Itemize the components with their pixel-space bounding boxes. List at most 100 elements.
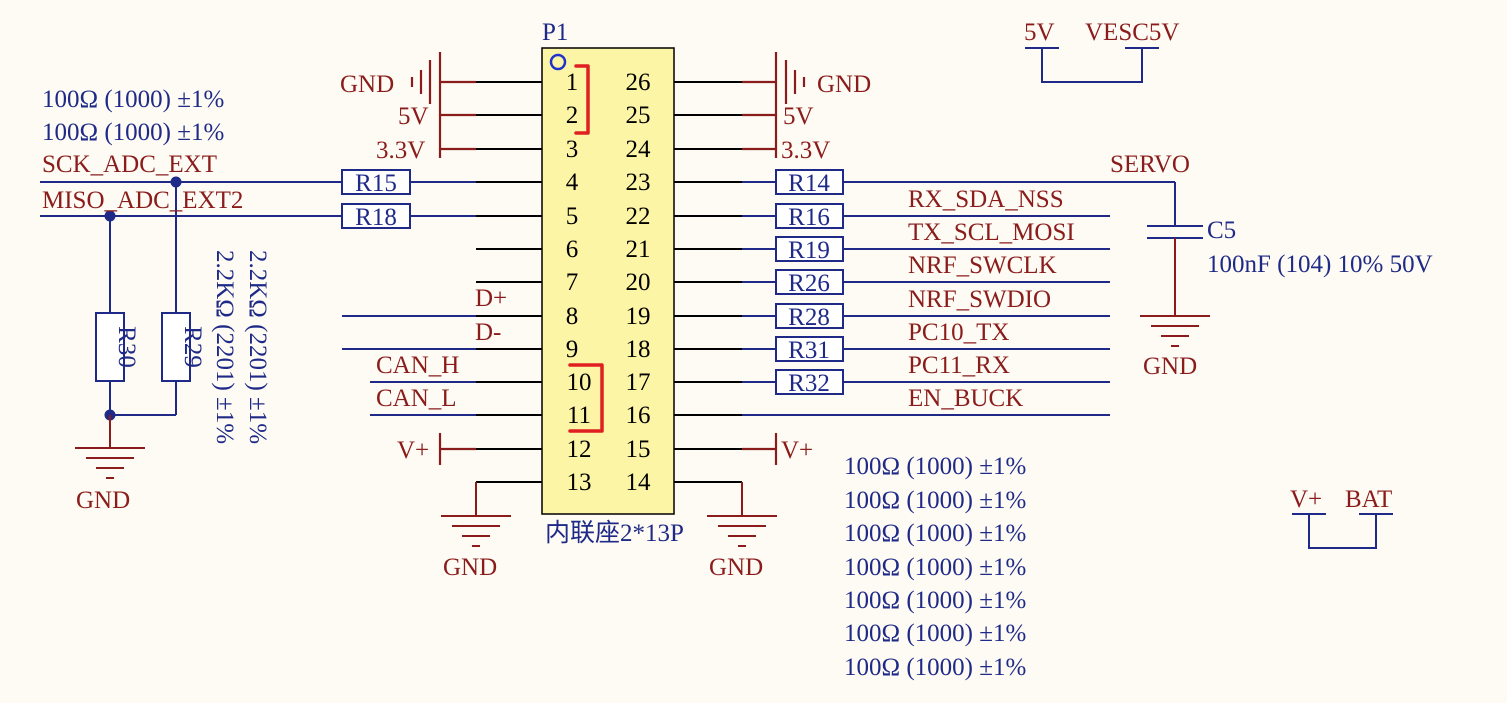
right-power-wires: [742, 52, 806, 465]
left-signal-wires: [40, 181, 476, 416]
pin-25: 25: [626, 102, 651, 129]
power-label-5v-left: 5V: [398, 103, 429, 130]
net-label-pc10-tx: PC10_TX: [908, 319, 1009, 346]
designator-r28: R28: [788, 304, 830, 331]
resistor-r29: [161, 312, 191, 382]
right-pin-stubs: [674, 81, 742, 483]
gnd-label-servo: GND: [1143, 353, 1197, 380]
power-label-vplus-left: V+: [397, 437, 429, 464]
pin-1: 1: [566, 69, 579, 96]
resistor-r16: [775, 203, 844, 229]
designator-r29: R29: [179, 326, 206, 368]
value-r19: 100Ω (1000) ±1%: [844, 520, 1026, 547]
power-label-gnd-left: GND: [340, 71, 394, 98]
pin-numbers-left: 1 2 3 4 5 6 7 8 9 10 11 12 13: [566, 69, 592, 496]
resistor-r26: [775, 269, 844, 295]
net-label-sck-adc-ext: SCK_ADC_EXT: [42, 151, 217, 178]
pin-23: 23: [626, 169, 651, 196]
net-tie-5v-vesc5v: [1041, 48, 1143, 83]
net-label-rx-sda-nss: RX_SDA_NSS: [908, 186, 1064, 213]
net-label-miso-adc-ext2: MISO_ADC_EXT2: [42, 187, 243, 214]
power-label-vplus-right: V+: [781, 437, 813, 464]
net-label-bat: BAT: [1345, 486, 1392, 513]
resistor-r30: [95, 312, 125, 382]
connector-designator: P1: [542, 19, 568, 46]
resistor-r32: [775, 369, 844, 395]
resistor-r18: [341, 203, 411, 229]
left-ground-symbol: [75, 415, 145, 479]
pin-19: 19: [626, 303, 651, 330]
net-label-nrf-swdio: NRF_SWDIO: [908, 286, 1051, 313]
pin-24: 24: [626, 136, 652, 163]
designator-r16: R16: [788, 204, 830, 231]
power-label-3v3-left: 3.3V: [376, 137, 425, 164]
annotation-bracket-pins-1-2: [574, 64, 590, 135]
designator-r31: R31: [788, 337, 830, 364]
value-r30: 2.2KΩ (2201) ±1%: [211, 250, 238, 444]
pin-16: 16: [626, 402, 651, 429]
resistor-designators: R15 R18 R14 R16 R19 R26 R28 R31 R32: [355, 170, 830, 397]
net-label-can-h: CAN_H: [376, 352, 459, 379]
designator-r15: R15: [355, 170, 397, 197]
net-label-can-l: CAN_L: [376, 385, 457, 412]
power-label-3v3-right: 3.3V: [781, 137, 830, 164]
pin-numbers-right: 26 25 24 23 22 21 20 19 18 17 16 15 14: [626, 69, 652, 496]
net-label-pc11-rx: PC11_RX: [908, 352, 1010, 379]
net-label-vplus-tie: V+: [1290, 486, 1322, 513]
pin-15: 15: [626, 436, 651, 463]
power-label-gnd-right: GND: [817, 71, 871, 98]
net-label-dminus: D-: [475, 319, 501, 346]
designator-r32: R32: [788, 370, 830, 397]
net-label-vesc5v: VESC5V: [1085, 19, 1179, 46]
pin-26: 26: [626, 69, 651, 96]
pin-9: 9: [566, 336, 579, 363]
pin-21: 21: [626, 236, 651, 263]
value-r18: 100Ω (1000) ±1%: [42, 119, 224, 146]
connector-description: 内联座2*13P: [545, 519, 684, 547]
net-tie-vplus-bat: [1308, 514, 1377, 549]
pin-3: 3: [566, 136, 579, 163]
designator-r30: R30: [113, 326, 140, 368]
connector-body: [541, 47, 675, 515]
net-label-servo: SERVO: [1110, 151, 1190, 178]
designator-r18: R18: [355, 204, 397, 231]
value-r32: 100Ω (1000) ±1%: [844, 654, 1026, 681]
capacitor-value: 100nF (104) 10% 50V: [1207, 251, 1433, 278]
designator-r14: R14: [788, 170, 830, 197]
left-power-wires: [410, 52, 476, 465]
value-r26: 100Ω (1000) ±1%: [844, 554, 1026, 581]
designator-r19: R19: [788, 237, 830, 264]
pin-12: 12: [567, 436, 592, 463]
junction-miso: [104, 210, 116, 222]
pin-4: 4: [566, 169, 579, 196]
capacitor-designator: C5: [1207, 217, 1236, 244]
pin-2: 2: [566, 102, 579, 129]
pin-11: 11: [567, 402, 591, 429]
pin-22: 22: [626, 203, 651, 230]
net-label-en-buck: EN_BUCK: [908, 385, 1023, 412]
junction-sck: [170, 176, 182, 188]
designator-r26: R26: [788, 270, 830, 297]
pin-18: 18: [626, 336, 651, 363]
pin-20: 20: [626, 269, 651, 296]
pin-10: 10: [567, 369, 592, 396]
value-r29: 2.2KΩ (2201) ±1%: [244, 250, 271, 444]
right-resistor-values: 100Ω (1000) ±1% 100Ω (1000) ±1% 100Ω (10…: [844, 453, 1026, 681]
pin-6: 6: [566, 236, 579, 263]
pin-8: 8: [566, 303, 579, 330]
power-label-5v-right: 5V: [783, 103, 814, 130]
pin-14: 14: [626, 469, 652, 496]
gnd-label-pin14: GND: [709, 554, 763, 581]
net-label-tx-scl-mosi: TX_SCL_MOSI: [908, 219, 1075, 246]
pin-13: 13: [567, 469, 592, 496]
resistor-r31: [775, 336, 844, 362]
gnd-label-left: GND: [76, 487, 130, 514]
net-label-dplus: D+: [475, 285, 507, 312]
value-r28: 100Ω (1000) ±1%: [844, 587, 1026, 614]
pin-5: 5: [566, 203, 579, 230]
right-signal-wires: [742, 181, 1203, 416]
resistor-r15: [341, 169, 411, 195]
net-label-5v-top: 5V: [1024, 19, 1055, 46]
